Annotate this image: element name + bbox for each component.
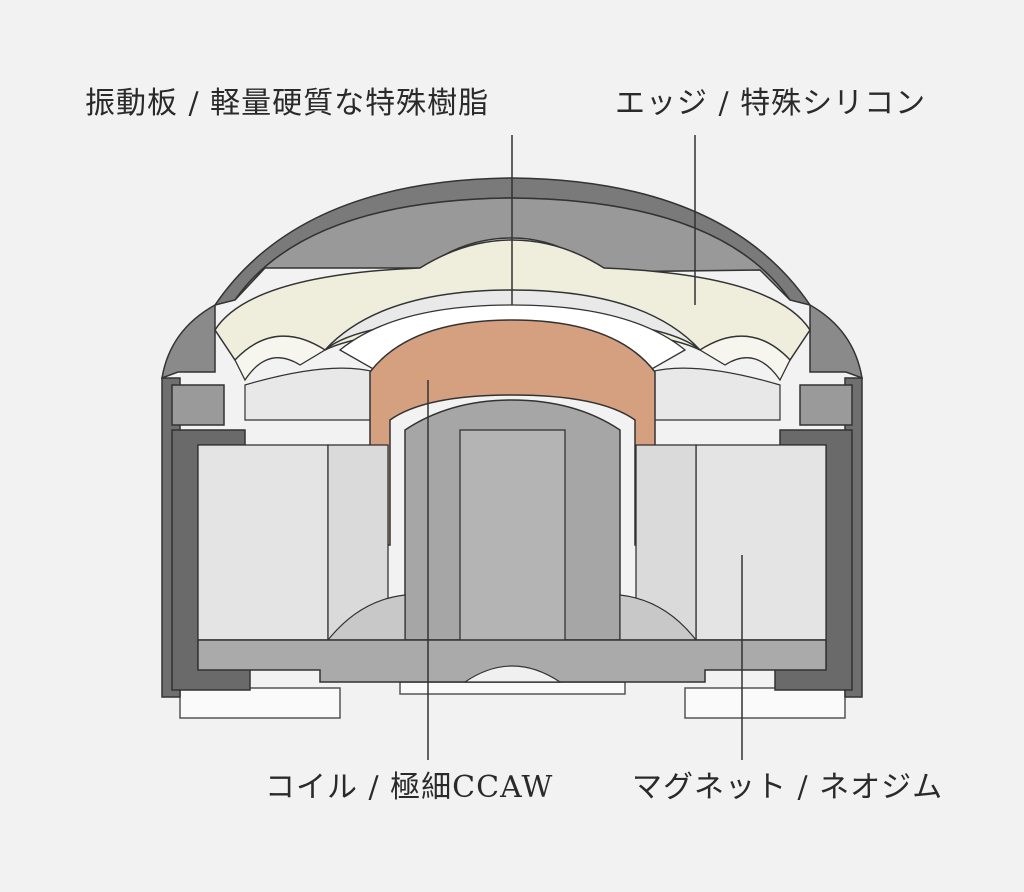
label-diaphragm: 振動板 / 軽量硬質な特殊樹脂: [85, 86, 490, 121]
pole-piece: [197, 399, 827, 683]
bottom-plate: [179, 681, 846, 719]
label-magnet: マグネット / ネオジム: [632, 770, 944, 805]
inner-chamber: [244, 367, 781, 421]
magnet-neodymium: [197, 444, 827, 641]
voice-coil: [369, 319, 656, 546]
label-coil: コイル / 極細CCAW: [265, 770, 554, 805]
outer-housing: [161, 177, 863, 698]
label-edge: エッジ / 特殊シリコン: [615, 86, 927, 121]
leader-lines: [427, 135, 743, 760]
